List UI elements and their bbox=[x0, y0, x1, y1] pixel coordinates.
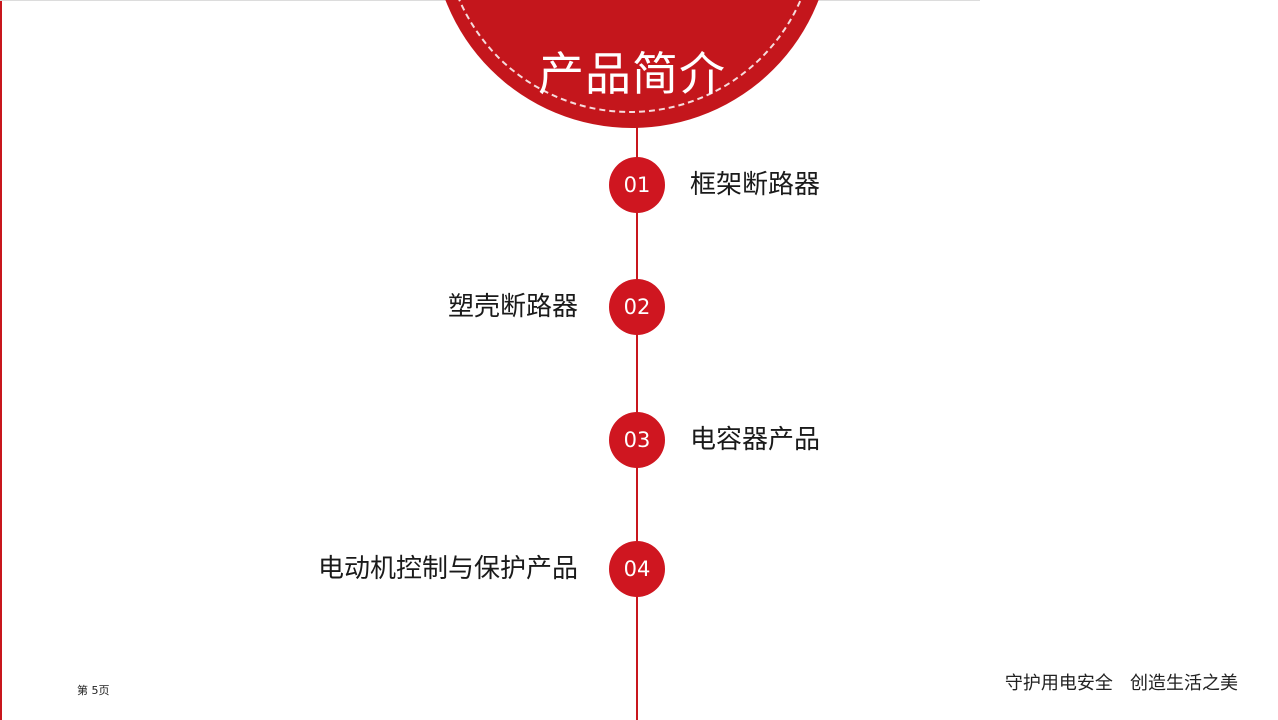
footer-slogan: 守护用电安全 创造生活之美 bbox=[1004, 673, 1238, 694]
page-title: 产品简介 bbox=[538, 47, 726, 101]
item-label-4[interactable]: 电动机控制与保护产品 bbox=[317, 554, 578, 584]
timeline-node-2[interactable]: 02 bbox=[609, 279, 665, 335]
page-number: 第 5页 bbox=[77, 684, 110, 697]
item-label-1[interactable]: 框架断路器 bbox=[690, 170, 821, 200]
left-accent-rule bbox=[0, 0, 2, 720]
item-label-3[interactable]: 电容器产品 bbox=[690, 425, 821, 455]
timeline-node-4[interactable]: 04 bbox=[609, 541, 665, 597]
timeline-node-1[interactable]: 01 bbox=[609, 157, 665, 213]
item-label-2[interactable]: 塑壳断路器 bbox=[447, 292, 578, 322]
timeline-node-3[interactable]: 03 bbox=[609, 412, 665, 468]
